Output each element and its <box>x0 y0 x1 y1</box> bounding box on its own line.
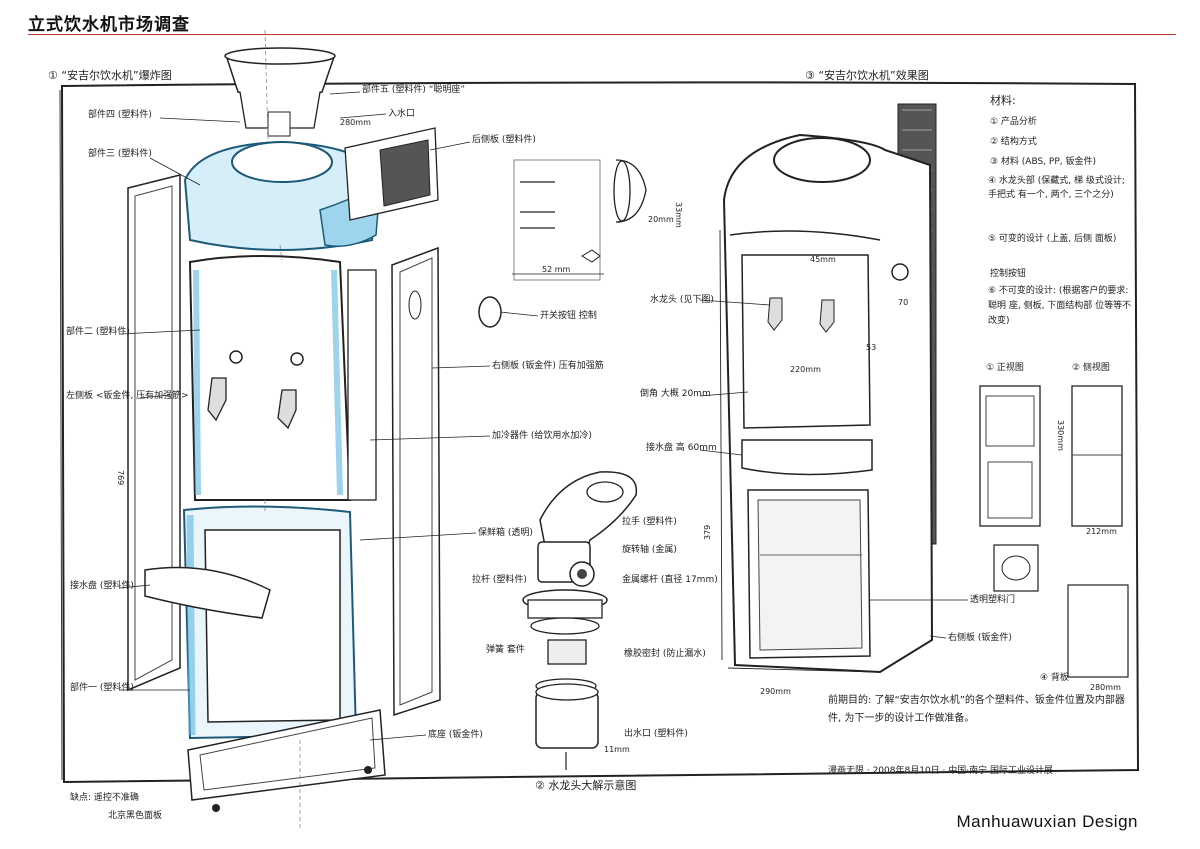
faucet-seal: 橡胶密封 (防止漏水) <box>624 647 706 659</box>
faucet-screw: 金属螺杆 (直径 17mm) <box>622 573 718 585</box>
render-back-panel: ④ 背板 <box>1040 671 1069 683</box>
analysis-7: ⑥ 不可变的设计: (根据客户的要求: 聪明 座, 侧板, 下面结构部 位等等不… <box>988 286 1132 326</box>
callout-part3: 部件三 (塑料件) <box>88 147 152 159</box>
signature: 漫画无限 · 2008年8月10日 · 中国·南宁 国际工业设计展 <box>828 764 1053 776</box>
callout-base: 底座 (钣金件) <box>428 728 483 740</box>
analysis-3: ③ 材料 (ABS, PP, 钣金件) <box>990 155 1096 167</box>
faucet-outlet: 出水口 (塑料件) <box>624 727 688 739</box>
inlet-detail-sketch: 52 mm 33mm 20mm 280mm <box>340 118 683 281</box>
render-drip-tray: 接水盘 高 60mm <box>646 441 717 453</box>
analysis-1: ① 产品分析 <box>990 115 1037 127</box>
callout-fresh-box: 保鲜箱 (透明) <box>478 526 533 538</box>
analysis-5: ⑤ 可变的设计 (上盖, 后侧 面板) <box>988 234 1117 244</box>
dim-379: 379 <box>703 525 712 540</box>
dim-20mm: 20mm <box>648 215 674 224</box>
dim-280mm: 280mm <box>340 118 371 127</box>
dim-11mm: 11mm <box>604 745 630 754</box>
render-faucet: 水龙头 (见下图) <box>650 293 714 305</box>
callout-part2: 部件二 (塑料件) <box>66 325 130 337</box>
faucet-rod: 拉杆 (塑料件) <box>472 573 527 585</box>
dim-769: 769 <box>116 470 125 485</box>
tap-left-icon <box>229 350 243 364</box>
faucet-exploded-sketch: 拉手 (塑料件) 旋转轴 (金属) 拉杆 (塑料件) 金属螺杆 (直径 17mm… <box>472 471 718 770</box>
dim-220mm: 220mm <box>790 365 821 374</box>
render-right-panel: 右侧板 (钣金件) <box>948 631 1012 643</box>
tap-right-icon <box>290 352 304 366</box>
orthographic-views: ① 正视图 ② 侧视图 212mm 330mm 280mm 769 379 <box>116 361 1129 692</box>
page-title: 立式饮水机市场调查 <box>28 15 190 35</box>
title-divider <box>28 34 1176 35</box>
callout-part5: 部件五 (塑料件) “聪明座” <box>362 83 465 95</box>
sheet-frame <box>60 81 1140 784</box>
faucet-axis: 旋转轴 (金属) <box>622 543 677 555</box>
dim-280mm-b: 280mm <box>1090 683 1121 692</box>
fig1-title: ① “安吉尔饮水机”爆炸图 <box>48 68 172 82</box>
side-view-title: ② 侧视图 <box>1072 361 1110 373</box>
switch-button-icon <box>478 296 502 328</box>
dim-290mm: 290mm <box>760 687 791 696</box>
callout-left-panel: 左侧板 <钣金件, 压有加强筋> <box>66 389 189 401</box>
front-view-title: ① 正视图 <box>986 361 1024 373</box>
callout-drip-tray: 接水盘 (塑料件) <box>70 579 134 591</box>
note-black-panel: 北京黑色面板 <box>108 809 162 821</box>
callout-back-panel: 后侧板 (塑料件) <box>472 133 536 145</box>
exploded-water-dispenser <box>127 29 441 830</box>
faucet-spring: 弹簧 套件 <box>486 643 525 655</box>
note-drawback: 缺点: 遥控不准确 <box>70 791 139 803</box>
dim-212mm: 212mm <box>1086 527 1117 536</box>
callout-switch: 开关按钮 控制 <box>540 309 597 321</box>
left-callouts: 部件四 (塑料件) 部件三 (塑料件) 部件二 (塑料件) 左侧板 <钣金件, … <box>66 108 241 693</box>
callout-part1: 部件一 (塑料件) <box>70 681 134 693</box>
fig3-title: ③ “安吉尔饮水机”效果图 <box>805 68 929 82</box>
render-door: 透明塑料门 <box>970 593 1015 605</box>
dim-53: 53 <box>866 343 876 352</box>
render-chamfer: 倒角 大概 20mm <box>640 387 711 399</box>
rendered-water-dispenser: 45mm 70 53 220mm 290mm 水龙头 (见下图) 倒角 大概 2… <box>640 103 1069 696</box>
fig2-title: ② 水龙头大解示意图 <box>535 778 636 792</box>
analysis-4: ④ 水龙头部 (保藏式, 梯 级式设计; 手把式 有一个, 两个, 三个之分) <box>988 176 1125 200</box>
dim-70: 70 <box>898 298 908 307</box>
dim-52mm: 52 mm <box>542 265 571 274</box>
dim-330mm: 330mm <box>1056 420 1065 451</box>
analysis-2: ② 结构方式 <box>990 135 1037 147</box>
analysis-heading: 材料: <box>990 93 1016 107</box>
callout-right-panel: 右侧板 (钣金件) 压有加强筋 <box>492 359 604 371</box>
analysis-6: 控制按钮 <box>990 267 1026 279</box>
analysis-notes: 材料: ① 产品分析 ② 结构方式 ③ 材料 (ABS, PP, 钣金件) ④ … <box>988 93 1132 326</box>
callout-part4: 部件四 (塑料件) <box>88 108 152 120</box>
right-callouts: 部件五 (塑料件) “聪明座” 入水口 后侧板 (塑料件) 开关按钮 控制 右侧… <box>329 83 604 741</box>
callout-cooler: 加冷器件 (给饮用水加冷) <box>492 429 592 441</box>
faucet-lever: 拉手 (塑料件) <box>622 515 677 527</box>
dim-33mm: 33mm <box>674 202 683 228</box>
dim-45mm: 45mm <box>810 255 836 264</box>
brand-signature: Manhuawuxian Design <box>956 812 1138 831</box>
purpose-note: 前期目的: 了解“安吉尔饮水机”的各个塑料件、钣金件位置及内部器件, 为下一步的… <box>828 695 1125 724</box>
callout-inlet: 入水口 <box>388 107 415 119</box>
